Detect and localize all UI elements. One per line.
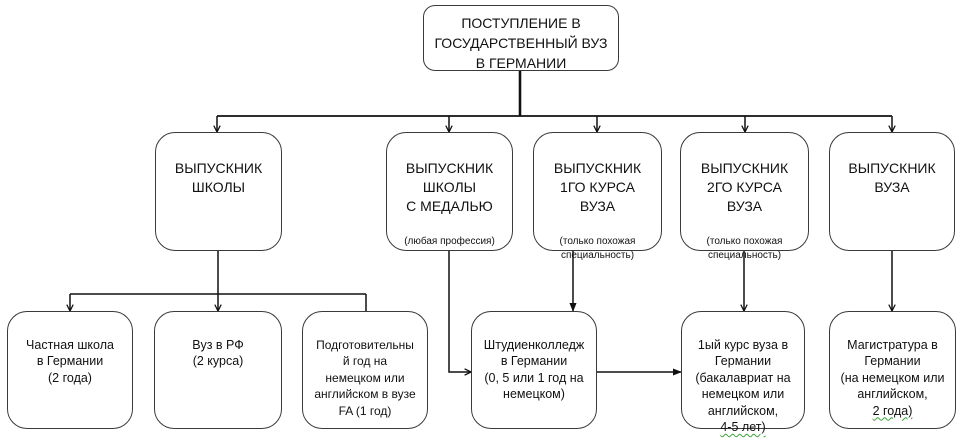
node-text: Магистратура в Германии (на немецком или… [840,337,945,402]
node-title: ВЫПУСКНИК 1ГО КУРСА ВУЗА [553,160,642,214]
node-private-school-germany: Частная школа в Германии (2 года) [7,311,133,429]
node-first-year-student: ВЫПУСКНИК 1ГО КУРСА ВУЗА (только похожая… [533,132,662,261]
node-title: ВЫПУСКНИК ВУЗА [848,160,936,195]
node-note: (любая профессия) [404,236,495,247]
spellcheck-underlined-text: 2 года) [872,403,913,418]
node-text: Штудиенколледж в Германии (0, 5 или 1 го… [483,337,585,402]
node-medal-graduate: ВЫПУСКНИК ШКОЛЫ С МЕДАЛЬЮ (любая професс… [386,132,513,251]
node-preparatory-year: Подготовительны й год на немецком или ан… [302,311,428,429]
node-university-russia: Вуз в РФ (2 курса) [154,311,282,429]
root-node-admission: ПОСТУПЛЕНИЕ В ГОСУДАРСТВЕННЫЙ ВУЗ В ГЕРМ… [423,5,619,71]
node-second-year-student: ВЫПУСКНИК 2ГО КУРСА ВУЗА (только похожая… [680,132,809,261]
node-text: 1ый курс вуза в Германии (бакалавриат на… [695,337,791,418]
node-text: Подготовительны й год на немецком или ан… [314,337,416,418]
spellcheck-underlined-text: 4-5 лет) [720,420,766,434]
node-university-graduate: ВЫПУСКНИК ВУЗА [829,132,955,251]
node-bachelor-first-year: 1ый курс вуза в Германии (бакалавриат на… [681,311,805,434]
node-text: Частная школа в Германии (2 года) [26,337,114,385]
edge-medal-graduate-to-studienkolleg [448,251,471,372]
node-school-graduate: ВЫПУСКНИК ШКОЛЫ [155,132,282,251]
node-text: Вуз в РФ (2 курса) [192,337,244,369]
node-title: ВЫПУСКНИК ШКОЛЫ С МЕДАЛЬЮ [405,160,494,214]
node-note: (только похожая специальность) [559,236,636,261]
node-title: ВЫПУСКНИК 2ГО КУРСА ВУЗА [700,160,789,214]
node-studienkolleg: Штудиенколледж в Германии (0, 5 или 1 го… [471,311,597,429]
node-note: (только похожая специальность) [706,236,783,261]
node-masters-germany: Магистратура в Германии (на немецком или… [829,311,956,429]
node-title: ВЫПУСКНИК ШКОЛЫ [174,160,263,195]
